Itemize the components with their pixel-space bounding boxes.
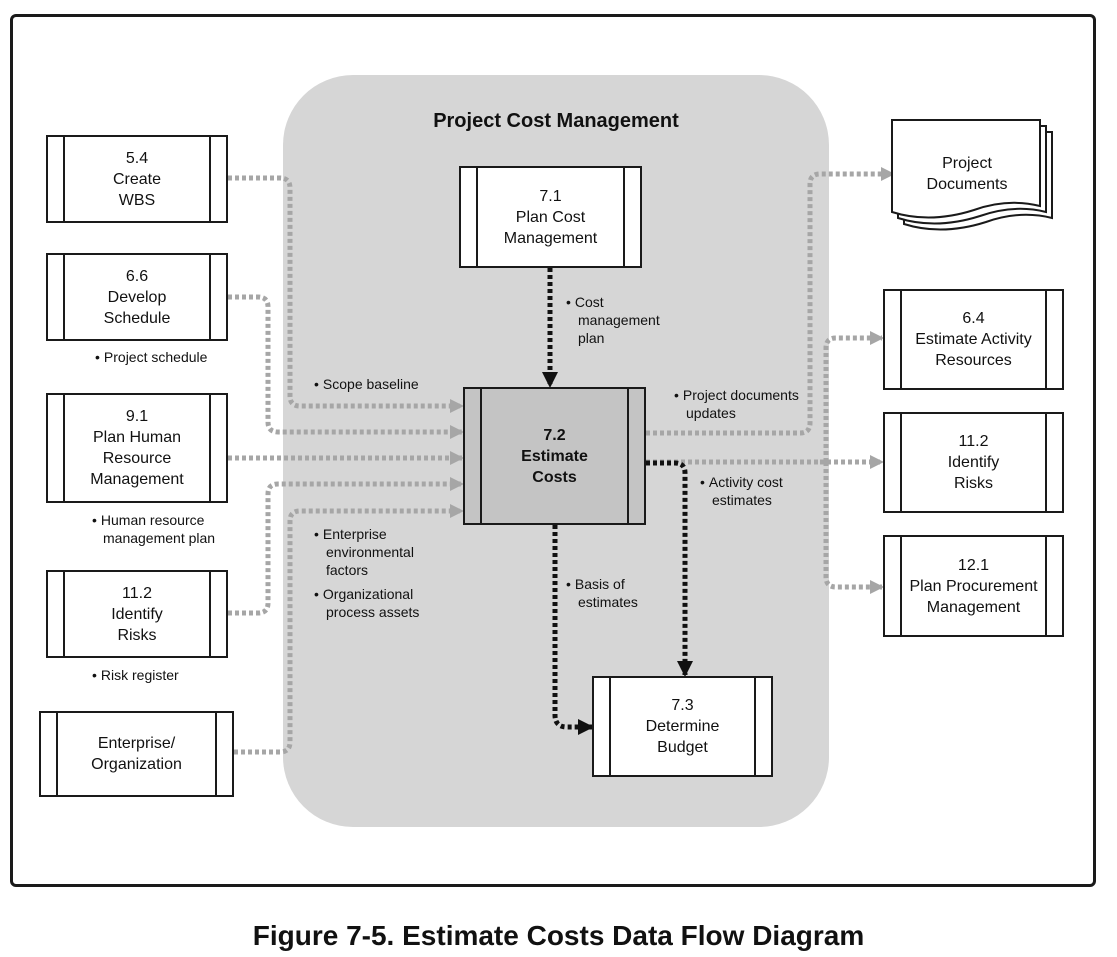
- label-basis-of-estimates: •Basis of estimates: [566, 576, 638, 610]
- diagram-frame: [10, 14, 1096, 887]
- box-enterprise-organization: Enterprise/ Organization: [39, 711, 234, 797]
- box-identify-risks-output: 11.2 Identify Risks: [883, 412, 1064, 513]
- process-group-title: Project Cost Management: [433, 110, 679, 132]
- label-cost-management-plan: •Cost management plan: [566, 294, 660, 346]
- flow-basis: [552, 525, 594, 735]
- label-organizational-process-assets: •Organizational process assets: [314, 586, 420, 620]
- flow-enterprise: [234, 504, 464, 755]
- label-scope-baseline: •Scope baseline: [314, 376, 419, 392]
- label-risk-register: •Risk register: [92, 667, 179, 683]
- box-estimate-activity-resources: 6.4 Estimate Activity Resources: [883, 289, 1064, 390]
- box-develop-schedule: 6.6 Develop Schedule: [46, 253, 228, 341]
- flow-activity-estimates: [646, 460, 693, 677]
- box-plan-procurement-management: 12.1 Plan Procurement Management: [883, 535, 1064, 637]
- flow-schedule: [228, 294, 464, 439]
- project-documents-icon: [891, 119, 1053, 231]
- flow-wbs-scope: [228, 175, 464, 413]
- box-create-wbs: 5.4 Create WBS: [46, 135, 228, 223]
- label-enterprise-environmental-factors: •Enterprise environmental factors: [314, 526, 414, 578]
- label-project-schedule: •Project schedule: [95, 349, 208, 365]
- box-plan-human-resource: 9.1 Plan Human Resource Management: [46, 393, 228, 503]
- box-plan-cost-management: 7.1 Plan Cost Management: [459, 166, 642, 268]
- label-hr-management-plan: •Human resource management plan: [92, 512, 216, 546]
- flow-doc-updates: [646, 167, 895, 436]
- project-documents-label: Project Documents: [926, 155, 1008, 193]
- box-determine-budget: 7.3 Determine Budget: [592, 676, 773, 777]
- flow-to-procurement: [823, 462, 884, 594]
- label-activity-cost-estimates: •Activity cost estimates: [700, 474, 783, 508]
- box-estimate-costs: 7.2 Estimate Costs: [463, 387, 646, 525]
- figure-caption: Figure 7-5. Estimate Costs Data Flow Dia…: [252, 920, 865, 951]
- box-identify-risks-input: 11.2 Identify Risks: [46, 570, 228, 658]
- flow-risks: [228, 477, 464, 616]
- label-project-documents-updates: •Project documents updates: [674, 387, 799, 421]
